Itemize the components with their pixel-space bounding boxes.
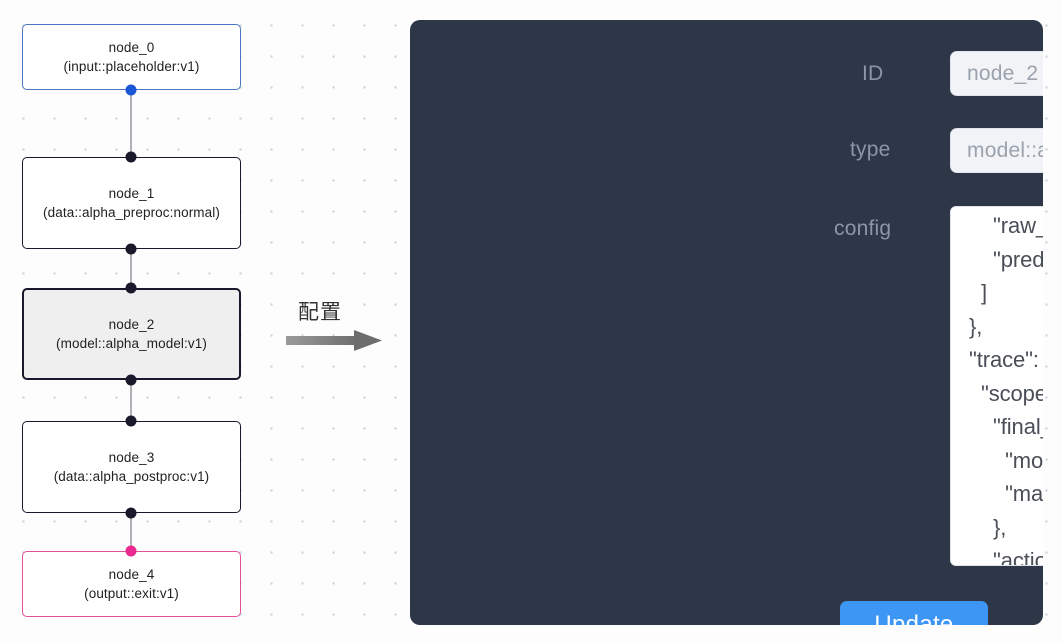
edge-node_3-node_4[interactable]: [130, 513, 132, 551]
node-label: node_2 (model::alpha_model:v1): [56, 317, 207, 351]
node_1-source-handle[interactable]: [125, 243, 137, 255]
node_3-source-handle[interactable]: [125, 507, 137, 519]
config-textarea[interactable]: "raw_action", "pred" ] }, "trace": { "sc…: [969, 213, 1043, 565]
node_1-target-handle[interactable]: [125, 151, 137, 163]
graph-node-node_0[interactable]: node_0 (input::placeholder:v1): [22, 24, 241, 90]
node-label: node_1 (data::alpha_preproc:normal): [43, 186, 220, 220]
node-label: node_4 (output::exit:v1): [84, 567, 179, 601]
node_2-target-handle[interactable]: [125, 282, 137, 294]
config-field-label: config: [834, 217, 892, 240]
annotation-label: 配置: [298, 300, 342, 324]
graph-node-node_1[interactable]: node_1 (data::alpha_preproc:normal): [22, 157, 241, 249]
node_2-source-handle[interactable]: [125, 374, 137, 386]
type-field-label: type: [850, 138, 891, 161]
node_4-target-handle[interactable]: [125, 545, 137, 557]
graph-node-node_2[interactable]: node_2 (model::alpha_model:v1): [22, 288, 241, 380]
edge-node_0-node_1[interactable]: [130, 90, 132, 157]
graph-node-node_4[interactable]: node_4 (output::exit:v1): [22, 551, 241, 617]
annotation-group: 配置: [286, 296, 396, 362]
edge-node_1-node_2[interactable]: [130, 249, 132, 288]
edge-node_2-node_3[interactable]: [130, 380, 132, 421]
node-config-panel: ID node_2 type model::alpha_model:v1 con…: [410, 20, 1043, 625]
node_0-source-handle[interactable]: [125, 84, 137, 96]
id-field-label: ID: [862, 62, 884, 85]
node-label: node_3 (data::alpha_postproc:v1): [53, 450, 210, 484]
id-input[interactable]: node_2: [950, 51, 1043, 96]
node-label: node_0 (input::placeholder:v1): [63, 40, 200, 74]
graph-node-node_3[interactable]: node_3 (data::alpha_postproc:v1): [22, 421, 241, 513]
type-input[interactable]: model::alpha_model:v1: [950, 128, 1043, 173]
node_3-target-handle[interactable]: [125, 415, 137, 427]
right-arrow-icon: [286, 330, 382, 351]
config-textarea-wrapper: "raw_action", "pred" ] }, "trace": { "sc…: [950, 206, 1043, 566]
update-button[interactable]: Update: [840, 601, 988, 625]
